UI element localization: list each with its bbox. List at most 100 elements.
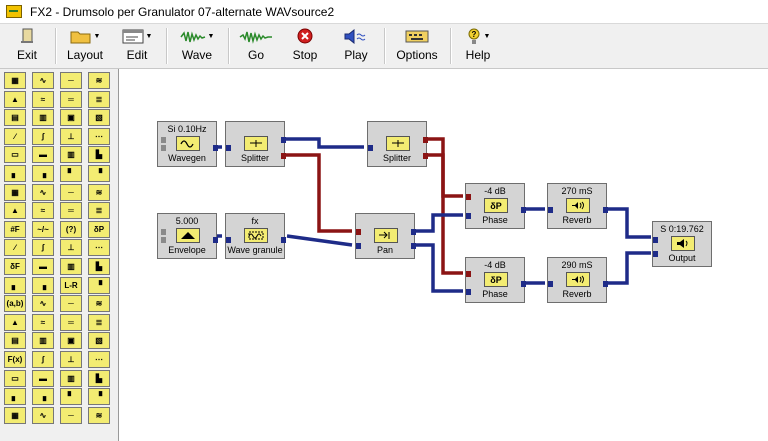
palette-module-button[interactable]: ⊥ xyxy=(60,351,82,368)
palette-module-button[interactable]: ▖ xyxy=(4,165,26,182)
palette-module-button[interactable]: ═ xyxy=(60,91,82,108)
input-port[interactable] xyxy=(466,271,471,277)
palette-module-button[interactable]: ═ xyxy=(60,202,82,219)
envelope-module[interactable]: 5.000 Envelope xyxy=(157,213,218,259)
output-port[interactable] xyxy=(411,229,416,235)
input-port[interactable] xyxy=(466,194,471,200)
input-port[interactable] xyxy=(368,145,373,151)
go-button[interactable]: Go xyxy=(233,26,279,66)
layout-button[interactable]: ▼ Layout xyxy=(60,26,110,66)
palette-module-button[interactable]: ▗ xyxy=(32,277,54,294)
input-port[interactable] xyxy=(161,237,166,243)
palette-module-button[interactable]: ≣ xyxy=(88,91,110,108)
palette-module-button[interactable]: ∕ xyxy=(4,128,26,145)
palette-module-button[interactable]: ▥ xyxy=(60,258,82,275)
input-port[interactable] xyxy=(466,289,471,295)
palette-module-button[interactable]: ─ xyxy=(60,295,82,312)
input-port[interactable] xyxy=(226,237,231,243)
palette-module-button[interactable]: ▦ xyxy=(4,407,26,424)
output-port[interactable] xyxy=(423,137,428,143)
palette-module-button[interactable]: ─ xyxy=(60,184,82,201)
output-port[interactable] xyxy=(603,281,608,287)
input-port[interactable] xyxy=(653,251,658,257)
palette-module-button[interactable]: ▝ xyxy=(88,165,110,182)
splitter-module-2[interactable]: Splitter xyxy=(367,121,428,167)
palette-module-button[interactable]: ≋ xyxy=(88,184,110,201)
palette-module-button[interactable]: ▥ xyxy=(32,332,54,349)
palette-module-button[interactable]: ⊥ xyxy=(60,128,82,145)
palette-module-button[interactable]: ▖ xyxy=(4,277,26,294)
palette-module-button[interactable]: ▘ xyxy=(60,388,82,405)
palette-module-button[interactable]: ∕ xyxy=(4,239,26,256)
palette-module-button[interactable]: ▦ xyxy=(4,184,26,201)
palette-module-button[interactable]: ⊥ xyxy=(60,239,82,256)
output-port[interactable] xyxy=(281,137,286,143)
palette-module-button[interactable]: ▧ xyxy=(88,109,110,126)
palette-module-button[interactable]: ▤ xyxy=(4,109,26,126)
reverb-module[interactable]: 270 mS Reverb xyxy=(547,183,608,229)
palette-module-button[interactable]: ~/~ xyxy=(32,221,54,238)
palette-module-button[interactable]: #F xyxy=(4,221,26,238)
reverb-module-2[interactable]: 290 mS Reverb xyxy=(547,257,608,303)
palette-module-button[interactable]: ∿ xyxy=(32,295,54,312)
palette-module-button[interactable]: δP xyxy=(88,221,110,238)
splitter-module[interactable]: Splitter xyxy=(225,121,286,167)
palette-module-button[interactable]: ⋯ xyxy=(88,128,110,145)
palette-module-button[interactable]: ▖ xyxy=(4,388,26,405)
palette-module-button[interactable]: (a,b) xyxy=(4,295,26,312)
palette-module-button[interactable]: ▲ xyxy=(4,314,26,331)
palette-module-button[interactable]: ▦ xyxy=(4,72,26,89)
palette-module-button[interactable]: ▥ xyxy=(60,146,82,163)
palette-module-button[interactable]: ▙ xyxy=(88,370,110,387)
palette-module-button[interactable]: (?) xyxy=(60,221,82,238)
palette-module-button[interactable]: ≋ xyxy=(88,407,110,424)
output-port[interactable] xyxy=(521,207,526,213)
palette-module-button[interactable]: ▬ xyxy=(32,146,54,163)
output-port[interactable] xyxy=(423,153,428,159)
palette-module-button[interactable]: ▗ xyxy=(32,165,54,182)
input-port[interactable] xyxy=(356,243,361,249)
palette-module-button[interactable]: ⋯ xyxy=(88,351,110,368)
output-port[interactable] xyxy=(603,207,608,213)
palette-module-button[interactable]: ∿ xyxy=(32,407,54,424)
palette-module-button[interactable]: ▣ xyxy=(60,332,82,349)
palette-module-button[interactable]: F(x) xyxy=(4,351,26,368)
palette-module-button[interactable]: δF xyxy=(4,258,26,275)
palette-module-button[interactable]: ▣ xyxy=(60,109,82,126)
palette-module-button[interactable]: ▭ xyxy=(4,146,26,163)
palette-module-button[interactable]: ʃ xyxy=(32,239,54,256)
edit-button[interactable]: ▼ Edit xyxy=(114,26,160,66)
patch-canvas[interactable]: Si 0.10Hz Wavegen Splitter Splitter 5.00… xyxy=(119,69,768,441)
input-port[interactable] xyxy=(161,145,166,151)
palette-module-button[interactable]: ≈ xyxy=(32,202,54,219)
input-port[interactable] xyxy=(548,281,553,287)
palette-module-button[interactable]: ▲ xyxy=(4,202,26,219)
output-port[interactable] xyxy=(521,281,526,287)
phase-module[interactable]: -4 dB δP Phase xyxy=(465,183,526,229)
palette-module-button[interactable]: ─ xyxy=(60,407,82,424)
palette-module-button[interactable]: ≣ xyxy=(88,314,110,331)
output-port[interactable] xyxy=(411,243,416,249)
palette-module-button[interactable]: ▭ xyxy=(4,370,26,387)
palette-module-button[interactable]: ▬ xyxy=(32,258,54,275)
input-port[interactable] xyxy=(161,137,166,143)
input-port[interactable] xyxy=(226,145,231,151)
palette-module-button[interactable]: ∿ xyxy=(32,72,54,89)
input-port[interactable] xyxy=(653,237,658,243)
output-port[interactable] xyxy=(281,153,286,159)
input-port[interactable] xyxy=(548,207,553,213)
palette-module-button[interactable]: ▗ xyxy=(32,388,54,405)
input-port[interactable] xyxy=(466,213,471,219)
palette-module-button[interactable]: ▤ xyxy=(4,332,26,349)
palette-module-button[interactable]: ʃ xyxy=(32,128,54,145)
palette-module-button[interactable]: L-R xyxy=(60,277,82,294)
wave-button[interactable]: ▼ Wave xyxy=(171,26,223,66)
palette-module-button[interactable]: ▬ xyxy=(32,370,54,387)
palette-module-button[interactable]: ʃ xyxy=(32,351,54,368)
output-port[interactable] xyxy=(213,237,218,243)
options-button[interactable]: Options xyxy=(389,26,445,66)
palette-module-button[interactable]: ▝ xyxy=(88,388,110,405)
input-port[interactable] xyxy=(161,229,166,235)
exit-button[interactable]: Exit xyxy=(4,26,50,66)
palette-module-button[interactable]: ≋ xyxy=(88,295,110,312)
